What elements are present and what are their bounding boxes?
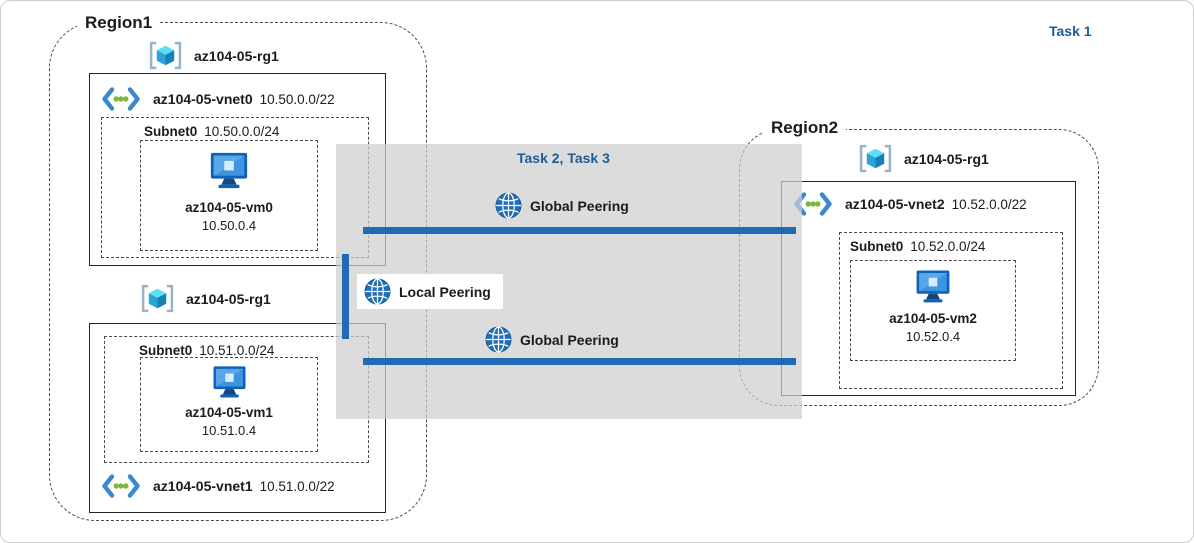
local-peering-text: Local Peering (399, 283, 491, 300)
resource-group-header-region2: az104-05-rg1 (857, 143, 989, 174)
vnet0-cidr: 10.50.0.0/22 (259, 91, 335, 107)
vnet1-footer: az104-05-vnet1 10.51.0.0/22 (101, 473, 335, 499)
vnet-icon (101, 473, 141, 499)
subnet0-header-vnet2: Subnet0 10.52.0.0/24 (840, 239, 1062, 254)
global-peering-text: Global Peering (520, 331, 619, 348)
vnet0-name: az104-05-vnet0 (153, 91, 253, 107)
region1-label: Region1 (77, 12, 161, 35)
resource-group-name: az104-05-rg1 (904, 150, 989, 167)
subnet0-header-vnet1: Subnet0 10.51.0.0/24 (105, 343, 368, 358)
local-peering-line (342, 254, 349, 339)
vnet2-header: az104-05-vnet2 10.52.0.0/22 (793, 191, 1027, 217)
global-peering-text: Global Peering (530, 197, 629, 214)
vm1-name: az104-05-vm1 (185, 405, 273, 420)
task1-label: Task 1 (1049, 23, 1092, 39)
vnet0-header: az104-05-vnet0 10.50.0.0/22 (101, 86, 335, 112)
resource-group-icon (857, 143, 894, 174)
subnet0-box-vnet2: Subnet0 10.52.0.0/24 (839, 232, 1063, 389)
resource-group-name: az104-05-rg1 (194, 47, 279, 64)
local-peering-label: Local Peering (357, 274, 503, 309)
global-peering-label-top: Global Peering (495, 192, 629, 219)
vm0-name: az104-05-vm0 (185, 200, 273, 215)
subnet0-cidr: 10.50.0.0/24 (204, 124, 280, 139)
subnet0-header-vnet0: Subnet0 10.50.0.0/24 (102, 124, 368, 139)
vm2-box: az104-05-vm2 10.52.0.4 (850, 260, 1016, 361)
subnet0-name: Subnet0 (144, 124, 198, 139)
resource-group-header-top: az104-05-rg1 (147, 40, 279, 71)
vm-icon (208, 149, 250, 191)
subnet0-box-vnet1: Subnet0 10.51.0.0/24 (104, 336, 369, 463)
vnet-icon (101, 86, 141, 112)
resource-group-name: az104-05-rg1 (186, 290, 271, 307)
resource-group-header-bottom: az104-05-rg1 (139, 283, 271, 314)
vm1-ip: 10.51.0.4 (201, 423, 257, 438)
vnet2-cidr: 10.52.0.0/22 (951, 196, 1027, 212)
resource-group-icon (147, 40, 184, 71)
subnet0-name: Subnet0 (139, 343, 193, 358)
vnet1-cidr: 10.51.0.0/22 (259, 478, 335, 494)
vm-icon (211, 363, 248, 400)
vm1-box: az104-05-vm1 10.51.0.4 (140, 357, 318, 452)
global-peering-line-top (363, 227, 796, 234)
globe-peering-icon (495, 192, 522, 219)
vm-icon (914, 267, 952, 305)
vnet1-name: az104-05-vnet1 (153, 478, 253, 494)
global-peering-label-bottom: Global Peering (485, 326, 619, 353)
subnet0-cidr: 10.51.0.0/24 (199, 343, 275, 358)
global-peering-line-bottom (363, 358, 796, 365)
globe-peering-icon (364, 278, 391, 305)
vm0-ip: 10.50.0.4 (201, 218, 257, 233)
vm2-ip: 10.52.0.4 (905, 329, 961, 344)
region2-label: Region2 (763, 117, 847, 140)
task2-3-label: Task 2, Task 3 (517, 150, 610, 166)
subnet0-cidr: 10.52.0.0/24 (910, 239, 986, 254)
vnet2-name: az104-05-vnet2 (845, 196, 945, 212)
subnet0-name: Subnet0 (850, 239, 904, 254)
resource-group-icon (139, 283, 176, 314)
vm0-box: az104-05-vm0 10.50.0.4 (140, 140, 318, 251)
globe-peering-icon (485, 326, 512, 353)
vm2-name: az104-05-vm2 (889, 311, 977, 326)
